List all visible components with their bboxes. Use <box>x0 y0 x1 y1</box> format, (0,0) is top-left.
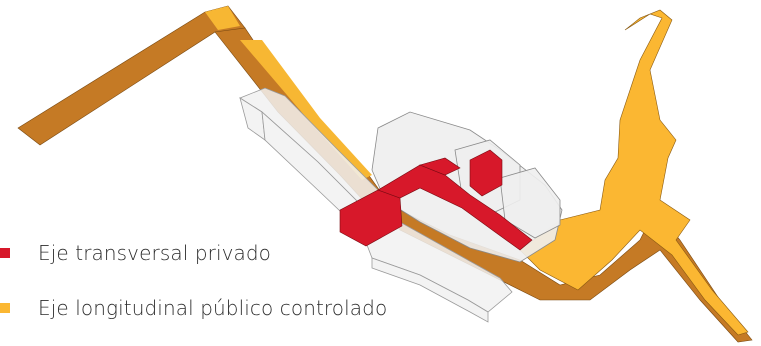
legend-label: Eje longitudinal público controlado <box>38 296 388 320</box>
legend-label: Eje transversal privado <box>38 241 272 265</box>
legend-item-public: Eje longitudinal público controlado <box>0 291 387 325</box>
legend-item-private: Eje transversal privado <box>0 236 387 270</box>
legend: Eje transversal privado Eje longitudinal… <box>0 236 387 346</box>
building-south-wing <box>361 221 513 323</box>
public-axis-swatch <box>0 303 10 313</box>
private-axis-swatch <box>0 248 10 258</box>
public-axis-east <box>519 9 749 336</box>
private-axis <box>339 149 533 251</box>
